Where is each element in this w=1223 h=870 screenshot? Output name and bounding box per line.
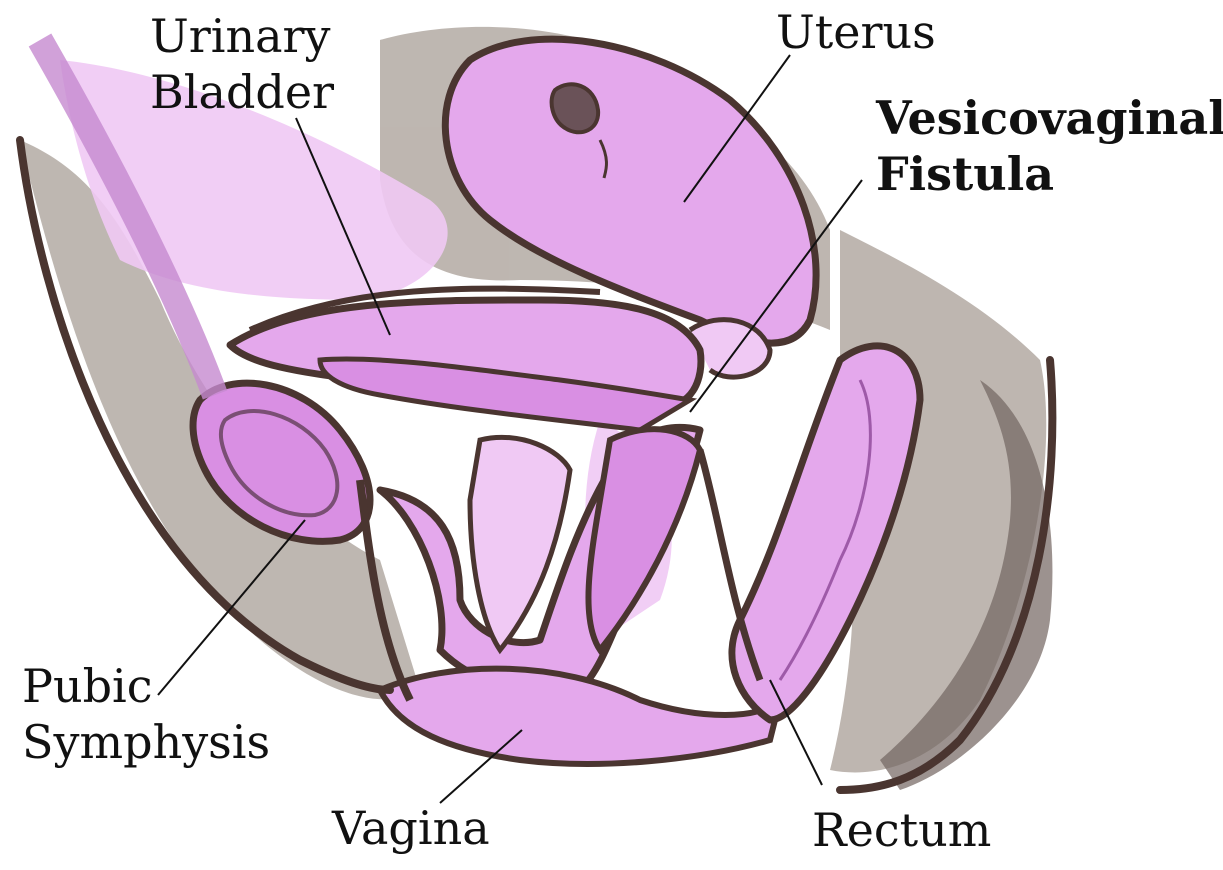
vagina-shape — [380, 427, 700, 692]
rectum-label: Rectum — [812, 802, 991, 858]
pubic-symphysis-label: Pubic Symphysis — [22, 658, 270, 770]
vagina-label: Vagina — [332, 800, 490, 856]
urinary-bladder-label-line1: Urinary — [150, 8, 334, 64]
pubic-label-line2: Symphysis — [22, 714, 270, 770]
uterus-label: Uterus — [776, 4, 936, 60]
fistula-label-line2: Fistula — [876, 146, 1223, 202]
urinary-bladder-label-line2: Bladder — [150, 64, 334, 120]
fistula-label-line1: Vesicovaginal — [876, 90, 1223, 146]
vesicovaginal-fistula-label: Vesicovaginal Fistula — [876, 90, 1223, 202]
urinary-bladder-label: Urinary Bladder — [150, 8, 334, 120]
pubic-label-line1: Pubic — [22, 658, 270, 714]
